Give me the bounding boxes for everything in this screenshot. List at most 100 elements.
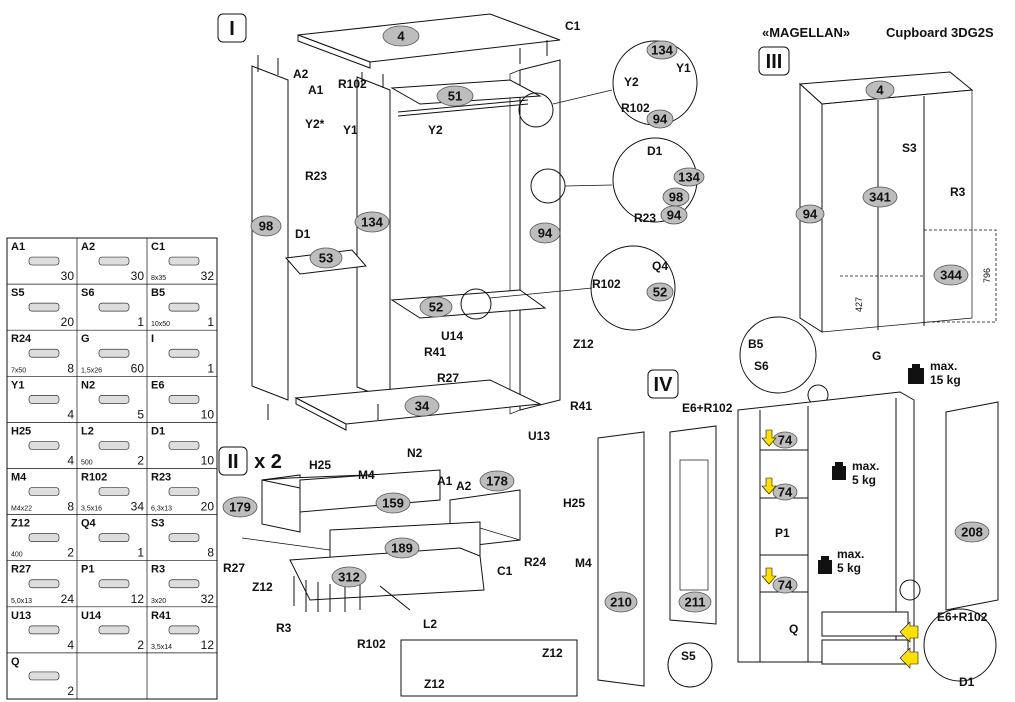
- label-a2b: A2: [456, 479, 472, 493]
- part-code: B5: [151, 287, 165, 299]
- panel-74c-tag: 74: [772, 576, 798, 594]
- zoom-r102b: R102: [592, 277, 621, 291]
- hardware-icon: [168, 441, 200, 450]
- zoom-y1: Y1: [676, 61, 691, 75]
- hardware-parts-table: A130A230C1328x35S520S61B5110x50R2487x50G…: [6, 237, 218, 700]
- svg-text:98: 98: [259, 219, 273, 234]
- svg-text:I: I: [229, 18, 235, 40]
- part-quantity: 32: [201, 592, 215, 606]
- label-z12b: Z12: [252, 580, 273, 594]
- weight-limit-label: max.: [852, 459, 879, 473]
- label-r23: R23: [305, 169, 327, 183]
- panel-74a-tag: 74: [772, 431, 798, 449]
- svg-text:III: III: [766, 51, 783, 73]
- part-quantity: 1: [207, 361, 214, 375]
- part-size: 7x50: [11, 367, 26, 374]
- part-code: Q: [11, 656, 20, 668]
- part-quantity: 1: [207, 315, 214, 329]
- part-size: 8x35: [151, 275, 166, 282]
- part-quantity: 30: [61, 269, 75, 283]
- part-quantity: 60: [131, 361, 145, 375]
- svg-text:IV: IV: [654, 374, 674, 396]
- svg-text:53: 53: [319, 251, 333, 266]
- svg-text:52: 52: [429, 300, 443, 315]
- hardware-icon: [28, 395, 60, 404]
- part-code: A2: [81, 241, 95, 253]
- part-code: Z12: [11, 518, 30, 530]
- part-code: M4: [11, 472, 27, 484]
- section-1-marker: I: [217, 13, 247, 43]
- zoom-r23: R23: [634, 211, 656, 225]
- section-3-marker: III: [758, 46, 790, 76]
- svg-text:159: 159: [382, 496, 404, 511]
- hardware-icon: [28, 671, 60, 681]
- zoom2-94-tag: 94: [660, 205, 688, 225]
- part-quantity: 4: [67, 407, 74, 421]
- hardware-icon: [28, 579, 60, 589]
- label-y2-star: Y2*: [305, 117, 325, 131]
- panel-51-tag: 51: [436, 85, 474, 107]
- part-code: S3: [151, 518, 164, 530]
- hardware-icon: [28, 302, 60, 312]
- panel-208-tag: 208: [954, 521, 990, 543]
- arrow-icon: [761, 567, 777, 585]
- part-quantity: 2: [137, 454, 144, 468]
- weight-limit-value: 15 kg: [930, 373, 961, 387]
- label-u14: U14: [441, 329, 463, 343]
- part-quantity: 12: [131, 592, 145, 606]
- label-r41b: R41: [570, 399, 592, 413]
- weight-icon: [832, 462, 846, 480]
- label-r41: R41: [424, 345, 446, 359]
- weight-limit-label: max.: [837, 547, 864, 561]
- label-z12d: Z12: [424, 677, 445, 691]
- label-y1: Y1: [343, 123, 358, 137]
- panel-94-tag: 94: [529, 222, 561, 244]
- section-4-marker: IV: [647, 369, 679, 399]
- panel-341-tag: 341: [862, 186, 898, 208]
- arrow-icon: [899, 647, 919, 669]
- panel-98-tag: 98: [250, 215, 282, 237]
- part-cell-s6: S61: [81, 287, 144, 329]
- panel-74b-tag: 74: [772, 483, 798, 501]
- panel-94b-tag: 94: [795, 204, 825, 224]
- part-quantity: 34: [131, 500, 145, 514]
- part-quantity: 2: [67, 684, 74, 698]
- hardware-icon: [168, 348, 200, 358]
- part-quantity: 1: [137, 315, 144, 329]
- label-n2: N2: [407, 446, 423, 460]
- panel-210-tag: 210: [604, 591, 638, 613]
- panel-52-tag: 52: [419, 296, 453, 318]
- label-h25b: H25: [563, 496, 585, 510]
- svg-text:134: 134: [678, 170, 700, 185]
- part-quantity: 10: [201, 407, 215, 421]
- part-code: H25: [11, 425, 31, 437]
- svg-text:341: 341: [869, 190, 891, 205]
- hardware-icon: [28, 348, 60, 358]
- label-c1b: C1: [497, 564, 513, 578]
- part-cell-q4: Q41: [81, 518, 144, 560]
- zoom-134-tag: 134: [646, 40, 678, 60]
- svg-text:312: 312: [338, 570, 360, 585]
- hardware-icon: [98, 579, 130, 589]
- part-code: C1: [151, 241, 165, 253]
- svg-text:74: 74: [778, 433, 793, 448]
- svg-text:211: 211: [685, 595, 706, 610]
- hardware-icon: [98, 441, 130, 450]
- panel-312-tag: 312: [331, 566, 367, 588]
- part-size: 3,5x16: [81, 506, 102, 513]
- weight-limit-label: max.: [930, 359, 957, 373]
- part-code: D1: [151, 425, 165, 437]
- label-d1: D1: [295, 227, 311, 241]
- part-cell-i: I1: [151, 333, 214, 375]
- part-size: M4x22: [11, 506, 32, 513]
- dim-796: 796: [982, 268, 992, 283]
